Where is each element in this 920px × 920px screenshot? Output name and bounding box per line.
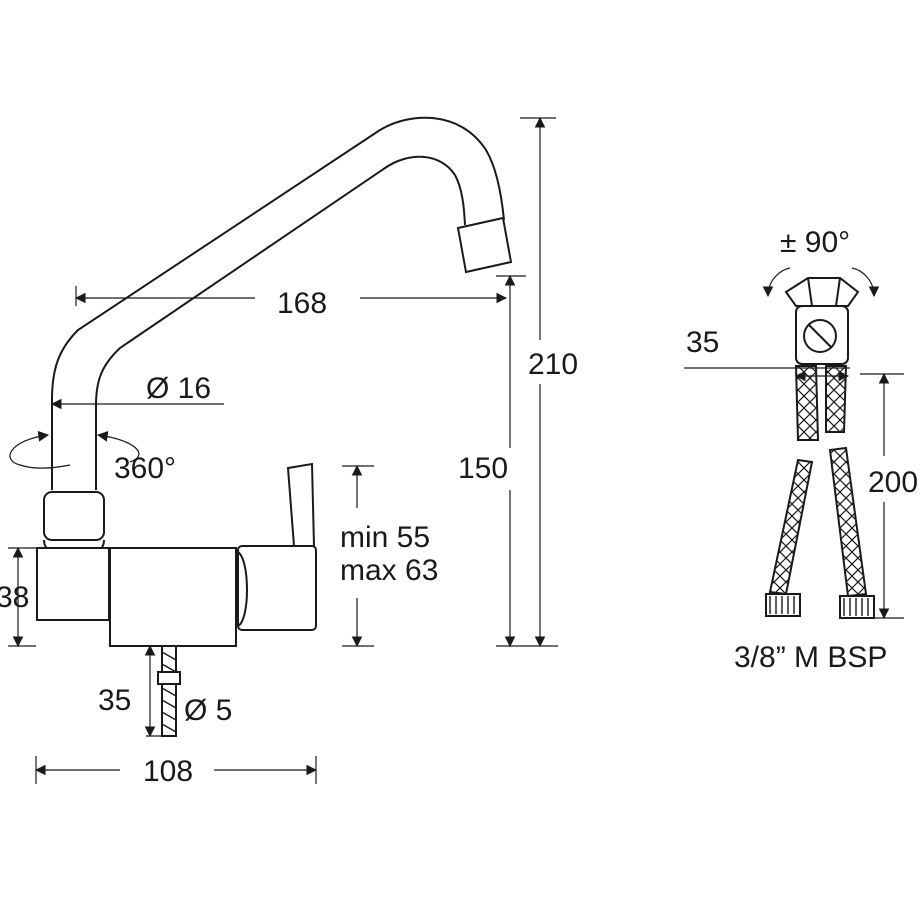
rotation-indicator: 360° bbox=[9, 430, 176, 485]
stud-nut bbox=[157, 671, 181, 685]
spout-tube-outer bbox=[51, 116, 505, 490]
body-height-label: 38 bbox=[0, 581, 29, 614]
dimension-body-height: 38 bbox=[0, 546, 36, 648]
supply-hose-view: ± 90° 35 200 3/8” M BSP bbox=[684, 226, 918, 674]
swivel-collar bbox=[43, 491, 105, 541]
hose-spacing-label: 35 bbox=[686, 326, 719, 359]
rotation-label: 360° bbox=[114, 452, 176, 485]
spout-height-label: 150 bbox=[458, 452, 508, 485]
left-hose-fitting bbox=[765, 593, 801, 617]
spout-tube-inner bbox=[95, 155, 466, 490]
faucet-lever-base bbox=[237, 545, 317, 631]
hose-length-label: 200 bbox=[868, 466, 918, 499]
faucet-main-body bbox=[109, 547, 237, 647]
tube-diameter-label: Ø 16 bbox=[146, 372, 211, 405]
hose-thread-label: 3/8” M BSP bbox=[734, 641, 887, 674]
reach-label: 168 bbox=[277, 287, 327, 320]
total-height-label: 210 bbox=[528, 348, 578, 381]
dimension-tube-diameter: Ø 16 bbox=[50, 372, 224, 410]
right-hose-upper bbox=[825, 365, 848, 433]
stud-length-label: 35 bbox=[98, 684, 131, 717]
base-width-label: 108 bbox=[143, 755, 193, 788]
faucet-side-view bbox=[36, 116, 513, 737]
dimension-base-width: 108 bbox=[34, 755, 318, 788]
faucet-left-block bbox=[36, 547, 110, 621]
dimension-total-height: 210 bbox=[520, 116, 578, 648]
left-hose-upper bbox=[794, 365, 820, 441]
dimension-spout-height: 150 bbox=[458, 274, 558, 648]
hose-rotation-label: ± 90° bbox=[780, 226, 850, 259]
valve-hex-top bbox=[784, 277, 860, 307]
dimension-stud-length: 35 Ø 5 bbox=[98, 644, 232, 738]
lever-handle bbox=[286, 462, 316, 547]
thickness-min-label: min 55 bbox=[340, 521, 430, 554]
stud-diameter-label: Ø 5 bbox=[184, 694, 232, 727]
dimension-reach: 168 bbox=[74, 286, 508, 320]
right-hose-lower bbox=[828, 446, 868, 598]
dimension-thickness: min 55 max 63 bbox=[340, 464, 438, 648]
left-hose-lower bbox=[768, 458, 814, 596]
spout-nozzle bbox=[456, 216, 513, 274]
right-hose-fitting bbox=[839, 595, 875, 619]
thickness-max-label: max 63 bbox=[340, 554, 438, 587]
